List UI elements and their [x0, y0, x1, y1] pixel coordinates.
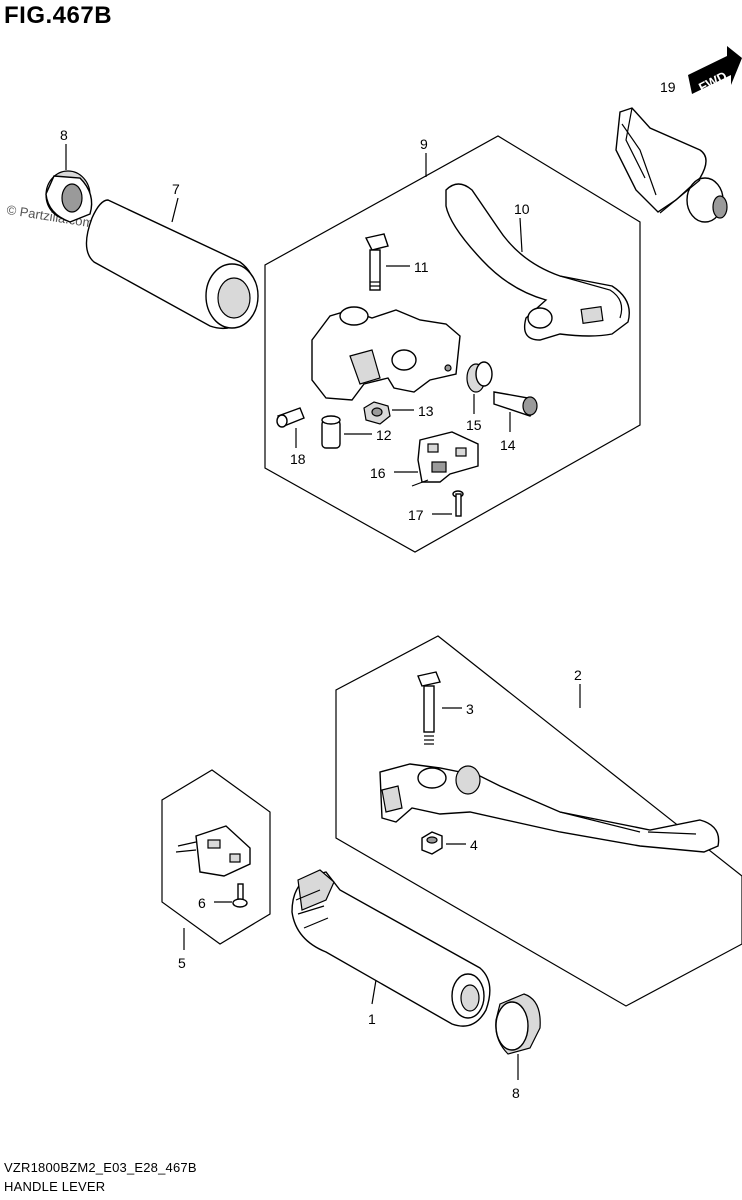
figure-name: HANDLE LEVER — [4, 1179, 106, 1194]
grip-part-7 — [85, 199, 259, 330]
callout-16: 16 — [370, 465, 386, 481]
screw-part-17 — [452, 490, 464, 517]
assembly-outline-2 — [335, 635, 742, 1007]
fwd-arrow-badge: FWD — [688, 46, 742, 95]
screw-part-6 — [232, 883, 248, 908]
model-code: VZR1800BZM2_E03_E28_467B — [4, 1160, 197, 1175]
lever-holder-bracket — [311, 306, 461, 401]
bolt-part-11 — [364, 233, 389, 291]
callout-2: 2 — [574, 667, 582, 683]
pivot-bolt-part-3 — [417, 671, 441, 745]
callout-8-bottom: 8 — [512, 1085, 520, 1101]
adjuster-part-15 — [466, 361, 493, 393]
callout-10: 10 — [514, 201, 530, 217]
callout-15: 15 — [466, 417, 482, 433]
callout-11: 11 — [414, 259, 429, 275]
callout-7: 7 — [172, 181, 180, 197]
switch-part-16 — [411, 431, 479, 487]
callout-1: 1 — [368, 1011, 376, 1027]
callout-3: 3 — [466, 701, 474, 717]
callout-12: 12 — [376, 427, 392, 443]
callout-9: 9 — [420, 136, 428, 152]
assembly-outline-5 — [161, 769, 271, 945]
nut-part-4 — [421, 831, 443, 855]
assembly-outline-9 — [264, 135, 641, 553]
brake-lever-assembly — [379, 763, 720, 853]
callout-14: 14 — [500, 437, 516, 453]
pivot-collar-part-12 — [321, 415, 341, 449]
throttle-grip-part-1 — [291, 869, 491, 1027]
handlebar-end-top — [615, 107, 728, 223]
switch-part-5 — [175, 825, 251, 877]
callout-18: 18 — [290, 451, 306, 467]
callout-17: 17 — [408, 507, 424, 523]
callout-5: 5 — [178, 955, 186, 971]
screw-part-18 — [276, 407, 305, 428]
callout-4: 4 — [470, 837, 478, 853]
callout-6: 6 — [198, 895, 206, 911]
bolt-part-14 — [493, 391, 538, 417]
lever-part-10 — [445, 183, 630, 341]
balancer-weight-part-8-top — [45, 170, 93, 223]
callout-19: 19 — [660, 79, 676, 95]
callout-13: 13 — [418, 403, 434, 419]
nut-part-13 — [363, 401, 391, 425]
callout-8-top: 8 — [60, 127, 68, 143]
balancer-weight-part-8-bottom — [495, 993, 541, 1055]
figure-title: FIG.467B — [4, 2, 113, 29]
